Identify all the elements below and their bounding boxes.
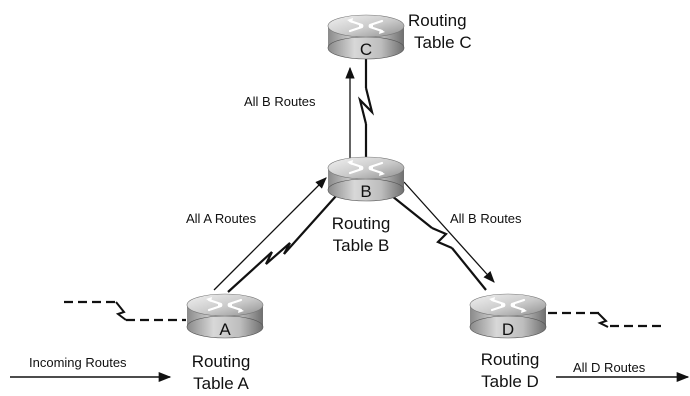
router-a-letter: A xyxy=(219,320,231,339)
svg-text:Table C: Table C xyxy=(414,33,472,52)
routing-table-d-label: Routing Table D xyxy=(481,350,540,391)
svg-text:Routing: Routing xyxy=(192,352,251,371)
svg-text:Table B: Table B xyxy=(333,236,390,255)
link-a-b xyxy=(227,195,337,293)
dashed-link-d-right xyxy=(548,311,664,328)
svg-text:Routing: Routing xyxy=(332,214,391,233)
svg-text:Table D: Table D xyxy=(481,372,539,391)
router-c-letter: C xyxy=(360,40,372,59)
router-d-letter: D xyxy=(502,320,514,339)
flow-label-incoming: Incoming Routes xyxy=(29,355,127,370)
flow-label-b-to-c: All B Routes xyxy=(244,94,316,109)
link-b-c xyxy=(357,57,375,160)
svg-text:Routing: Routing xyxy=(481,350,540,369)
arrow-a-to-b xyxy=(213,177,327,291)
routing-table-b-label: Routing Table B xyxy=(332,214,391,255)
dashed-link-d-zig xyxy=(597,312,609,328)
router-b-letter: B xyxy=(360,182,371,201)
flow-label-b-to-d: All B Routes xyxy=(450,211,522,226)
flow-label-a-to-b: All A Routes xyxy=(186,211,257,226)
routing-table-c-label: Routing Table C xyxy=(408,11,472,52)
arrow-b-to-d xyxy=(403,181,495,283)
dashed-link-a-left xyxy=(64,300,186,322)
flow-label-d-out: All D Routes xyxy=(573,360,646,375)
dashed-link-a-zig xyxy=(115,301,127,321)
svg-text:Routing: Routing xyxy=(408,11,467,30)
routing-table-a-label: Routing Table A xyxy=(192,352,251,393)
link-b-d xyxy=(391,195,487,291)
svg-text:Table A: Table A xyxy=(193,374,249,393)
